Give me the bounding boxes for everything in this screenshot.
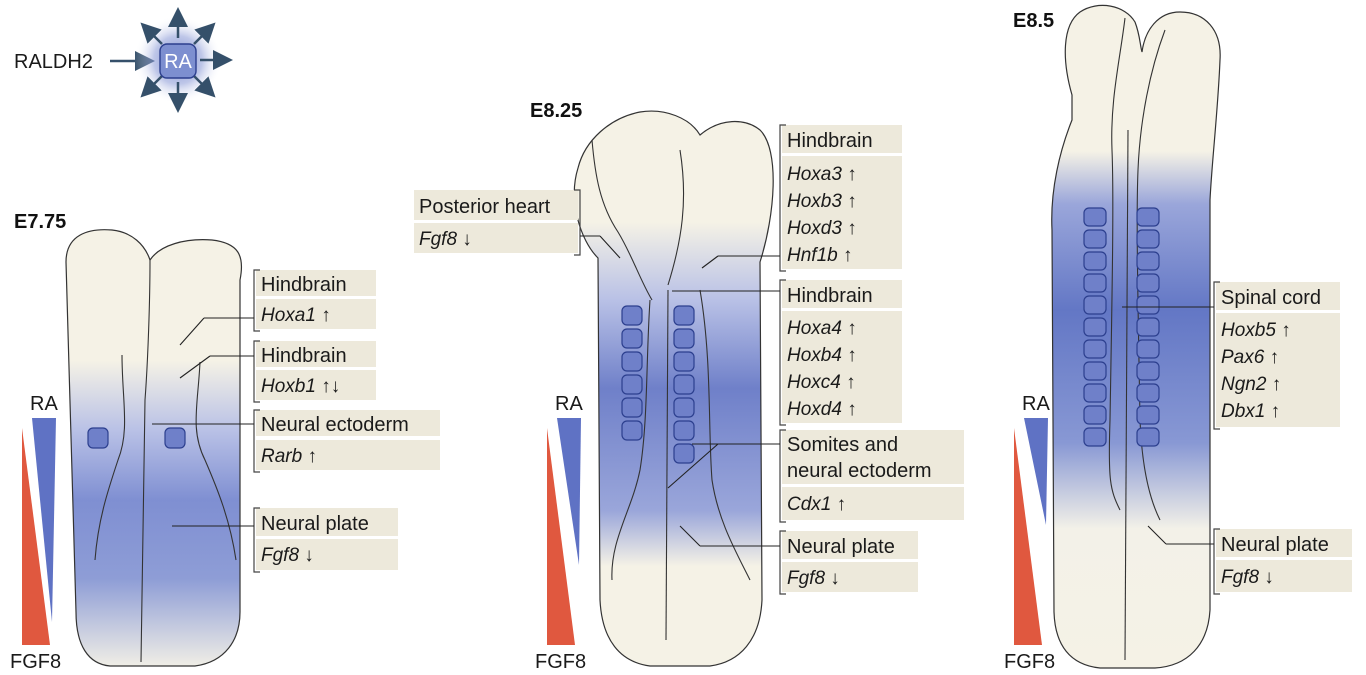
gene-line: Cdx1 ↑ <box>787 494 846 515</box>
somite <box>622 306 642 325</box>
somite <box>674 352 694 371</box>
gene-line: Hnf1b ↑ <box>787 245 852 266</box>
somite <box>1084 274 1106 292</box>
ra-gradient-label: RA <box>1022 393 1050 415</box>
fgf8-gradient-label: FGF8 <box>535 651 586 673</box>
ra-wedge <box>1024 418 1048 525</box>
somite <box>1137 208 1159 226</box>
somite <box>1137 252 1159 270</box>
somite <box>1137 384 1159 402</box>
gene-line: Hoxb5 ↑ <box>1221 320 1291 341</box>
gene-line: Pax6 ↑ <box>1221 347 1279 368</box>
gene-line: Dbx1 ↑ <box>1221 401 1280 422</box>
somites-right <box>1137 208 1159 446</box>
ra-legend: RALDH2 RA <box>14 12 228 108</box>
somite <box>1084 362 1106 380</box>
embryo-body <box>1052 5 1220 668</box>
gradient-e825: RA FGF8 <box>535 393 586 673</box>
gene-line: Hoxa3 ↑ <box>787 164 857 185</box>
ra-box-label: RA <box>164 51 192 73</box>
somite <box>622 375 642 394</box>
somite <box>674 329 694 348</box>
somite <box>622 398 642 417</box>
somite <box>622 329 642 348</box>
box-heading: Spinal cord <box>1221 287 1321 309</box>
somite <box>674 375 694 394</box>
somite <box>1084 296 1106 314</box>
somite <box>674 398 694 417</box>
gene-line: Hoxd4 ↑ <box>787 399 857 420</box>
somite <box>674 444 694 463</box>
somite <box>1137 230 1159 248</box>
somite <box>622 352 642 371</box>
embryo-e85 <box>1052 5 1220 668</box>
gene-line: Fgf8 ↓ <box>787 568 840 589</box>
somite <box>674 306 694 325</box>
gene-line: Hoxd3 ↑ <box>787 218 857 239</box>
gene-line: Hoxa4 ↑ <box>787 318 857 339</box>
gene-line: Rarb ↑ <box>261 446 317 467</box>
gene-line: Fgf8 ↓ <box>1221 567 1274 588</box>
gradient-e85: RA FGF8 <box>1004 393 1055 673</box>
stage-label-e775: E7.75 <box>14 211 66 233</box>
gene-line: Hoxb4 ↑ <box>787 345 857 366</box>
somite <box>1084 384 1106 402</box>
gradient-e775: RA FGF8 <box>10 393 61 673</box>
somite <box>1137 406 1159 424</box>
embryo-e825 <box>574 111 773 666</box>
box-heading: Hindbrain <box>787 285 873 307</box>
somite <box>1137 274 1159 292</box>
gene-line: Fgf8 ↓ <box>261 545 314 566</box>
box-heading: Neural plate <box>1221 534 1329 556</box>
gene-line: Hoxb1 ↑↓ <box>261 376 340 397</box>
somite <box>1084 252 1106 270</box>
box-heading: Hindbrain <box>787 130 873 152</box>
box-heading: Neural plate <box>787 536 895 558</box>
raldh2-label: RALDH2 <box>14 51 93 73</box>
gene-line: Hoxc4 ↑ <box>787 372 856 393</box>
somite <box>1084 230 1106 248</box>
somite <box>1084 406 1106 424</box>
fgf8-gradient-label: FGF8 <box>10 651 61 673</box>
fgf8-gradient-label: FGF8 <box>1004 651 1055 673</box>
box-heading: Neural plate <box>261 513 369 535</box>
somite <box>1137 318 1159 336</box>
box-heading: Somites and <box>787 434 898 456</box>
ra-gradient-label: RA <box>30 393 58 415</box>
box-heading: Neural ectoderm <box>261 414 409 436</box>
box-heading: neural ectoderm <box>787 460 932 482</box>
somite <box>165 428 185 448</box>
somite <box>1137 296 1159 314</box>
embryo-e775 <box>66 230 242 666</box>
ra-gradient-label: RA <box>555 393 583 415</box>
somite <box>1137 340 1159 358</box>
gene-line: Hoxb3 ↑ <box>787 191 857 212</box>
stage-label-e85: E8.5 <box>1013 10 1054 32</box>
stage-label-e825: E8.25 <box>530 100 582 122</box>
somite <box>1084 340 1106 358</box>
somite <box>88 428 108 448</box>
somites-right <box>674 306 694 463</box>
gene-line: Ngn2 ↑ <box>1221 374 1281 395</box>
gene-line: Hoxa1 ↑ <box>261 305 331 326</box>
somite <box>1137 362 1159 380</box>
somites-left <box>1084 208 1106 446</box>
gene-line: Fgf8 ↓ <box>419 229 472 250</box>
somite <box>1084 208 1106 226</box>
box-heading: Hindbrain <box>261 274 347 296</box>
somite <box>1084 318 1106 336</box>
box-heading: Posterior heart <box>419 196 551 218</box>
somite <box>622 421 642 440</box>
box-heading: Hindbrain <box>261 345 347 367</box>
somite <box>1084 428 1106 446</box>
somite <box>1137 428 1159 446</box>
somite <box>674 421 694 440</box>
